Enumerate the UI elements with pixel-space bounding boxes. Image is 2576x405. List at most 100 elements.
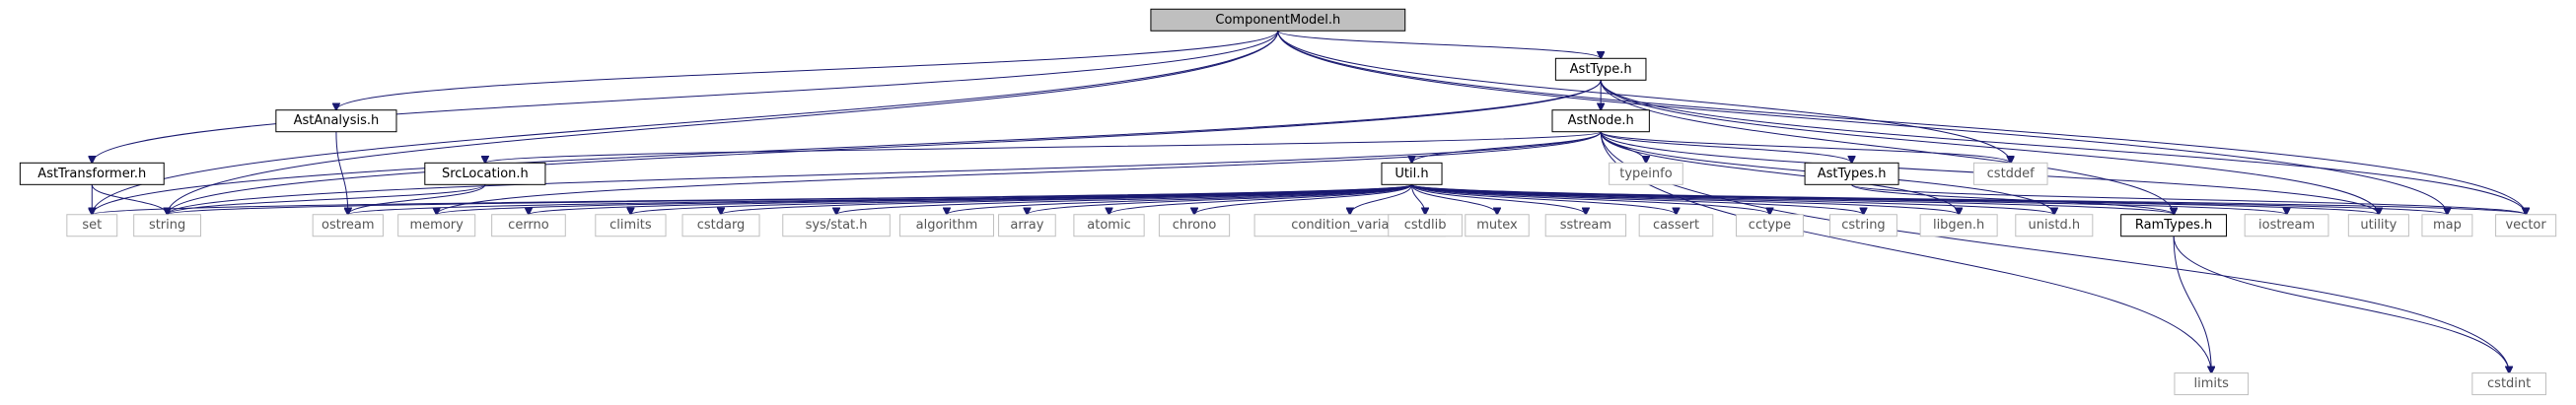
edge-utilh-to-cassert xyxy=(1411,183,1677,214)
node-cstddef: cstddef xyxy=(1972,162,2048,185)
node-utility-box xyxy=(2347,214,2409,237)
node-ramtypes-label: RamTypes.h xyxy=(2135,218,2212,233)
node-unistd: unistd.h xyxy=(2015,214,2094,237)
edge-component-to-map xyxy=(1277,31,2448,214)
node-libgen: libgen.h xyxy=(1919,214,1998,237)
edge-component-to-astanalysis xyxy=(336,31,1279,109)
edge-utilh-to-cstring xyxy=(1411,183,1864,214)
node-cstdint-box xyxy=(2471,372,2546,396)
node-astanalysis[interactable]: AstAnalysis.h xyxy=(275,109,397,133)
node-chrono-label: chrono xyxy=(1173,218,1217,233)
node-map-box xyxy=(2421,214,2473,237)
node-array-label: array xyxy=(1010,218,1043,233)
node-sstream: sstream xyxy=(1544,214,1627,237)
node-cstdarg-label: cstdarg xyxy=(697,218,746,233)
edges-layer xyxy=(92,30,2527,373)
edge-asttype-to-string xyxy=(168,80,1602,214)
node-memory-label: memory xyxy=(410,218,465,233)
node-sstream-box xyxy=(1544,214,1627,237)
node-cstdint: cstdint xyxy=(2471,372,2546,396)
node-cassert: cassert xyxy=(1638,214,1714,237)
node-climits: climits xyxy=(595,214,667,237)
node-condvar-label: condition_variable xyxy=(1291,218,1408,233)
node-cctype-box xyxy=(1736,214,1804,237)
node-srclocation-box[interactable] xyxy=(424,162,546,185)
node-utility-label: utility xyxy=(2360,218,2397,233)
node-ramtypes[interactable]: RamTypes.h xyxy=(2120,214,2228,237)
node-libgen-label: libgen.h xyxy=(1933,218,1984,233)
node-asttransformer-box[interactable] xyxy=(19,162,165,185)
node-astnode-box[interactable] xyxy=(1551,109,1650,133)
node-astanalysis-box[interactable] xyxy=(275,109,397,133)
edge-srclocation-to-string xyxy=(168,183,486,214)
node-iostream-box xyxy=(2244,214,2329,237)
node-algorithm-label: algorithm xyxy=(916,218,978,233)
edge-asttype-to-vector xyxy=(1600,80,2526,214)
node-memory: memory xyxy=(397,214,476,237)
node-limits-box xyxy=(2174,372,2250,396)
node-utilh[interactable]: Util.h xyxy=(1381,162,1443,185)
edge-utilh-to-map xyxy=(1411,183,2448,214)
edge-component-to-set xyxy=(92,31,1279,214)
node-algorithm-box xyxy=(899,214,994,237)
node-memory-box xyxy=(397,214,476,237)
edge-srclocation-to-ostream xyxy=(348,184,486,214)
node-component[interactable]: ComponentModel.h xyxy=(1150,8,1406,32)
node-mutex-label: mutex xyxy=(1476,218,1518,233)
node-unistd-box xyxy=(2015,214,2094,237)
node-component-box[interactable] xyxy=(1150,8,1406,32)
node-asttype-label: AstType.h xyxy=(1570,62,1632,77)
edge-ramtypes-to-cstdint xyxy=(2173,236,2509,373)
node-set-box xyxy=(66,214,118,237)
node-asttype[interactable]: AstType.h xyxy=(1554,57,1647,81)
node-srclocation[interactable]: SrcLocation.h xyxy=(424,162,546,185)
edge-utilh-to-cstdarg xyxy=(721,183,1413,214)
edge-utilh-to-chrono xyxy=(1194,183,1413,214)
edge-asttype-to-ramtypes xyxy=(1600,80,2174,214)
node-ramtypes-box[interactable] xyxy=(2120,214,2228,237)
node-asttype-box[interactable] xyxy=(1554,57,1647,81)
node-mutex-box xyxy=(1465,214,1530,237)
node-mutex: mutex xyxy=(1465,214,1530,237)
node-chrono: chrono xyxy=(1158,214,1231,237)
node-sysstat-box xyxy=(782,214,891,237)
node-component-label: ComponentModel.h xyxy=(1215,13,1340,28)
node-cstring-label: cstring xyxy=(1841,218,1885,233)
node-vector-label: vector xyxy=(2505,218,2546,233)
node-libgen-box xyxy=(1919,214,1998,237)
edge-component-to-asttype xyxy=(1277,30,1601,58)
edge-utilh-to-algorithm xyxy=(947,183,1413,214)
edge-utilh-to-cstdlib xyxy=(1411,184,1426,214)
edge-utilh-to-atomic xyxy=(1109,183,1413,214)
edge-astnode-to-typeinfo xyxy=(1600,131,1646,164)
edge-ramtypes-to-limits xyxy=(2173,236,2211,373)
node-utilh-label: Util.h xyxy=(1395,167,1428,181)
node-asttransformer[interactable]: AstTransformer.h xyxy=(19,162,165,185)
edge-component-to-string xyxy=(168,31,1279,214)
node-asttypes[interactable]: AstTypes.h xyxy=(1804,162,1899,185)
node-cstdlib-box xyxy=(1388,214,1463,237)
node-cstdlib-label: cstdlib xyxy=(1404,218,1447,233)
node-vector-box xyxy=(2495,214,2557,237)
edge-astnode-to-limits xyxy=(1600,131,2211,373)
node-cstdarg: cstdarg xyxy=(681,214,760,237)
node-atomic-label: atomic xyxy=(1087,218,1130,233)
node-limits: limits xyxy=(2174,372,2250,396)
node-climits-box xyxy=(595,214,667,237)
node-ostream-box xyxy=(312,214,384,237)
node-cstddef-label: cstddef xyxy=(1987,167,2036,181)
node-atomic: atomic xyxy=(1073,214,1145,237)
node-map: map xyxy=(2421,214,2473,237)
node-typeinfo: typeinfo xyxy=(1609,162,1683,185)
node-asttypes-box[interactable] xyxy=(1804,162,1899,185)
edge-asttypes-to-vector xyxy=(1851,183,2527,214)
edge-utilh-to-sysstat xyxy=(836,183,1413,214)
node-sstream-label: sstream xyxy=(1560,218,1611,233)
node-ostream-label: ostream xyxy=(322,218,375,233)
node-cassert-label: cassert xyxy=(1653,218,1699,233)
node-cassert-box xyxy=(1638,214,1714,237)
node-utilh-box[interactable] xyxy=(1381,162,1443,185)
node-astnode[interactable]: AstNode.h xyxy=(1551,109,1650,133)
edge-astnode-to-utilh xyxy=(1412,131,1602,164)
